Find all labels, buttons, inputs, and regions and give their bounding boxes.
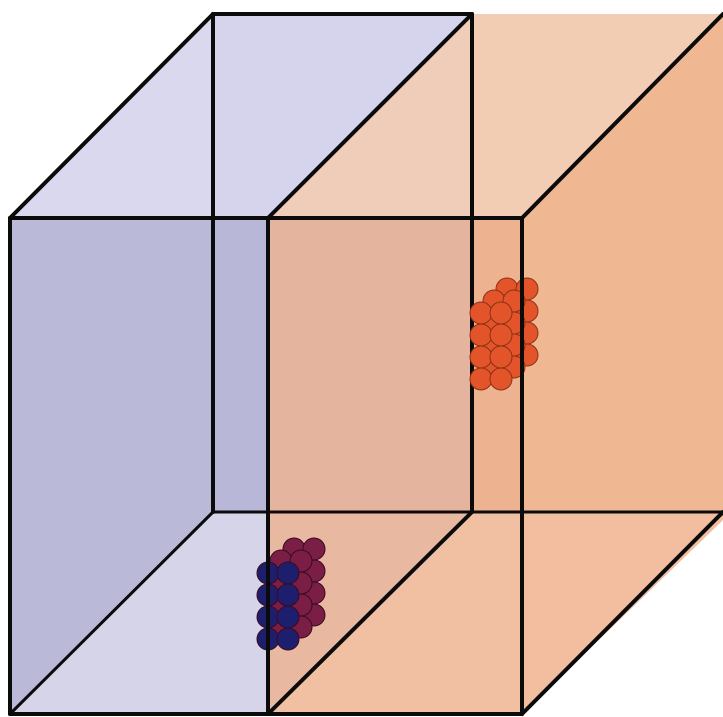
particle — [470, 346, 492, 368]
particle — [277, 628, 299, 650]
particle — [490, 324, 512, 346]
particle — [470, 324, 492, 346]
particle — [470, 302, 492, 324]
particle — [277, 606, 299, 628]
particle — [490, 346, 512, 368]
particle — [490, 368, 512, 390]
particle — [490, 302, 512, 324]
particle — [277, 562, 299, 584]
particle — [470, 368, 492, 390]
particle — [277, 584, 299, 606]
